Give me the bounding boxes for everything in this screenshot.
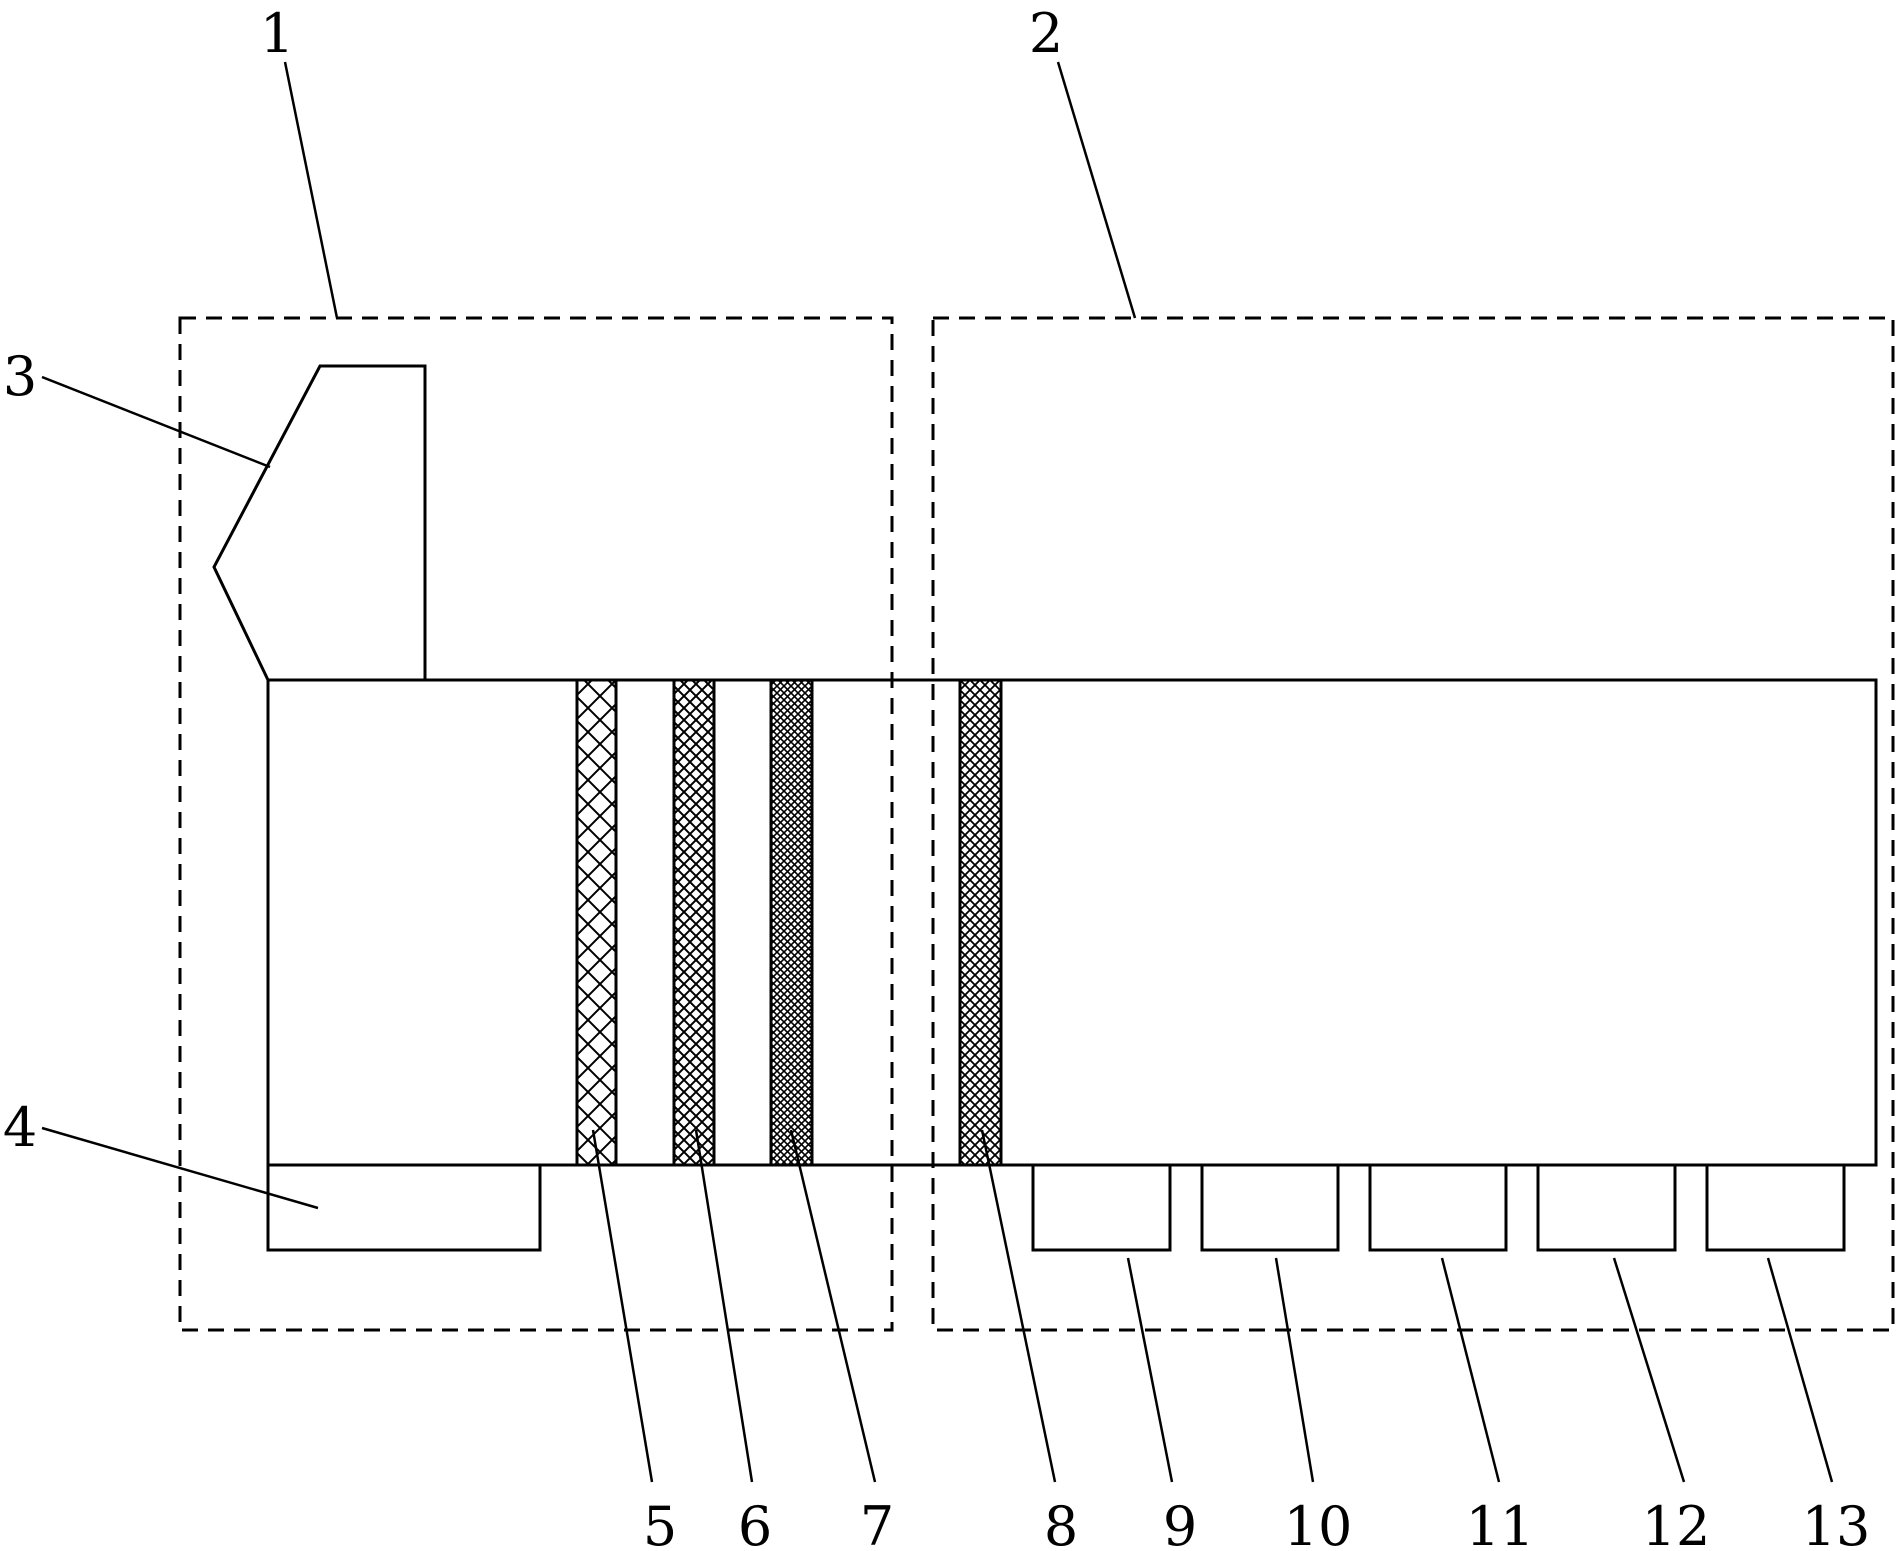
leader-8 [980, 1129, 1057, 1483]
leader-13 [1766, 1257, 1834, 1483]
label-6: 6 [738, 1495, 772, 1551]
label-11: 11 [1466, 1495, 1535, 1551]
label-1: 1 [260, 2, 294, 65]
leader-4 [41, 1126, 319, 1210]
label-4: 4 [3, 1096, 37, 1159]
label-3: 3 [3, 345, 37, 408]
element-7-layer [769, 678, 814, 1167]
element-4-block [266, 1163, 542, 1252]
element-12-block [1536, 1163, 1677, 1252]
element-9-block [1031, 1163, 1172, 1252]
leader-2 [1056, 61, 1137, 319]
dashed-region-2 [931, 316, 1895, 1332]
element-10-block [1200, 1163, 1340, 1252]
leader-6 [694, 1129, 754, 1483]
element-5-layer [575, 678, 618, 1167]
label-5: 5 [643, 1495, 677, 1551]
label-2: 2 [1029, 2, 1063, 65]
element-6-layer [672, 678, 716, 1167]
label-9: 9 [1163, 1495, 1197, 1551]
label-12: 12 [1642, 1495, 1711, 1551]
main-body [266, 678, 1878, 1167]
leader-3 [41, 375, 271, 469]
element-11-block [1368, 1163, 1508, 1252]
element-8-layer [958, 678, 1003, 1167]
leader-12 [1612, 1257, 1686, 1483]
label-13: 13 [1802, 1495, 1871, 1551]
dashed-region-1 [178, 316, 894, 1332]
leader-11 [1440, 1257, 1501, 1483]
leader-9 [1126, 1257, 1174, 1483]
label-10: 10 [1284, 1495, 1353, 1551]
label-7: 7 [860, 1495, 894, 1551]
element-3-hopper [212, 364, 427, 681]
leader-5 [591, 1129, 654, 1483]
leader-7 [789, 1129, 877, 1483]
label-8: 8 [1044, 1495, 1078, 1551]
leader-10 [1274, 1257, 1315, 1483]
element-13-block [1705, 1163, 1846, 1252]
leader-1 [283, 61, 339, 319]
